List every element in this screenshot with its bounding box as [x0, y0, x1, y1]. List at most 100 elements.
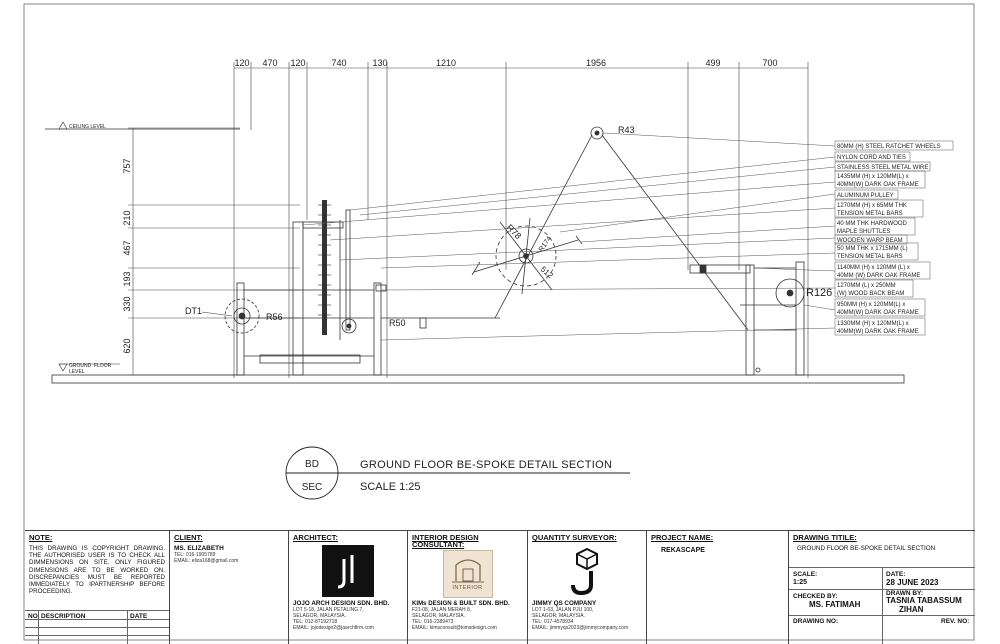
section-title: GROUND FLOOR BE-SPOKE DETAIL SECTION [360, 459, 612, 471]
warp-wheel [471, 217, 583, 295]
architect-logo [322, 545, 374, 597]
interior-heading-2: CONSULTANT: [412, 540, 465, 549]
ground-level-label-2: FLOOR [94, 363, 112, 369]
architect-column: ARCHITECT: JOJO ARCH DESIGN SDN. BHD. LO… [289, 531, 408, 644]
client-column: CLIENT: MS. ELIZABETH TEL: 016-1905789 E… [170, 531, 289, 644]
architect-tel: TEL: 012-87192718 [293, 619, 338, 625]
rev-no-header: NO. [28, 613, 40, 620]
callout-12: 50 MM THK x 1715MM (L) [837, 246, 908, 252]
drawn-heading: DRAWN BY: [886, 590, 924, 597]
interior-address-1: F21-08, JALAN MERAH 8, [412, 607, 472, 613]
revision-row [25, 627, 169, 628]
project-column: PROJECT NAME: REKASCAPE [647, 531, 789, 644]
project-name: REKASCAPE [661, 547, 705, 554]
callout-17: (W) WOOD BACK BEAM [837, 291, 904, 297]
label-512: 512 [539, 265, 555, 281]
interior-logo: INTERIOR [442, 550, 493, 598]
ground-level-marker: GROUND FLOOR LEVEL [58, 363, 120, 375]
callout-11: WOODEN WARP BEAM [837, 238, 903, 244]
breast-beam-pulley [341, 318, 357, 334]
rev-date-header: DATE [130, 613, 148, 620]
ground-level-label-1: GROUND [69, 363, 92, 369]
rev-desc-header: DESCRIPTION [41, 613, 86, 620]
revision-row [25, 635, 169, 636]
note-column: NOTE: THIS DRAWING IS COPYRIGHT DRAWING.… [25, 531, 170, 644]
dim-left-1: 757 [122, 158, 132, 173]
interior-logo-text: INTERIOR [452, 585, 483, 591]
architect-email: EMAIL: jojodesign2@jaarchfirm.com [293, 625, 374, 631]
interior-address-2: SELAGOR, MALAYSIA. [412, 613, 465, 619]
label-r56: R56 [266, 312, 283, 322]
scale-value: 1:25 [793, 579, 808, 586]
interior-logo-icon [451, 559, 484, 583]
drawn-value-2: ZIHAN [899, 605, 924, 614]
floor-slab [51, 374, 905, 384]
dim-left-5: 330 [122, 296, 132, 311]
drawing-no-row [789, 615, 975, 616]
label-r78: R78 [505, 222, 524, 241]
dim-top-8: 499 [705, 58, 720, 68]
dim-left-2: 210 [122, 210, 132, 225]
label-dt1: DT1 [185, 306, 202, 316]
label-r50: R50 [389, 318, 406, 328]
callout-7: 1270MM (H) x 65MM THK [837, 203, 907, 209]
callout-6: ALUMINUM PULLEY [837, 193, 894, 199]
callout-10: MAPLE SHUTTLES [837, 229, 890, 235]
dim-top-4: 740 [331, 58, 346, 68]
revision-row [25, 619, 169, 620]
left-dimension-chain [128, 127, 300, 376]
dim-top-1: 120 [234, 58, 249, 68]
client-email: EMAIL: eliza168@gmail.com [174, 558, 239, 564]
drawing-title-heading: DRAWING TITILE: [793, 533, 857, 542]
interior-tel: TEL: 016-2389473 [412, 619, 454, 625]
callout-list: 80MM (H) STEEL RATCHET WHEELS NYLON CORD… [834, 140, 954, 336]
dim-top-5: 130 [372, 58, 387, 68]
client-tel: TEL: 016-1905789 [174, 552, 216, 558]
top-pulley [590, 126, 604, 140]
callout-19: 40MM(W) DARK OAK FRAME [837, 310, 919, 316]
dim-top-3: 120 [290, 58, 305, 68]
checked-drawn-row [789, 589, 975, 590]
callout-5: 40MM(W) DARK OAK FRAME [837, 182, 919, 188]
callout-20: 1330MM (H) x 120MM(L) x [837, 321, 909, 327]
callout-15: 40MM (W) DARK OAK FRAME [837, 273, 920, 279]
date-value: 28 JUNE 2023 [886, 578, 939, 587]
dim-top-9: 700 [762, 58, 777, 68]
qs-logo [571, 547, 598, 596]
revision-header-row: NO. DESCRIPTION DATE [25, 610, 169, 620]
dim-top-2: 470 [262, 58, 277, 68]
front-beam-wheel [224, 298, 260, 334]
info-divider [882, 567, 883, 644]
interior-email: EMAIL: kimsconsult@kimsdesign.com [412, 625, 497, 631]
back-loom-frame [689, 261, 805, 376]
sheet-border [23, 3, 975, 641]
top-dimension-chain [233, 62, 809, 378]
interior-heading-1: INTERIOR DESIGN [412, 533, 479, 542]
ceiling-level-marker: CEILING LEVEL [45, 121, 240, 130]
front-roller [419, 317, 427, 329]
qs-email: EMAIL: jimmyqs2023@jimmycompany.com [532, 625, 629, 631]
client-heading: CLIENT: [174, 533, 203, 542]
callout-18: 950MM (H) x 120MM(L) x [837, 302, 905, 308]
checked-heading: CHECKED BY: [793, 593, 838, 600]
qs-heading: QUANTITY SURVEYOR: [532, 533, 617, 542]
quantity-surveyor-column: QUANTITY SURVEYOR: JIMMY QS COMPANY LOT … [528, 531, 647, 644]
label-r43: R43 [618, 125, 635, 135]
section-code-top: BD [305, 459, 319, 470]
rev-no-heading: REV. NO: [941, 618, 970, 625]
architect-address-1: LOT 5-18, JALAN PETALING 7, [293, 607, 364, 613]
interior-name: KIMs DESIGN & BUILT SDN. BHD. [412, 600, 510, 607]
checked-value: MS. FATIMAH [809, 600, 861, 609]
ratchet-column [318, 200, 331, 335]
rev-divider [127, 610, 128, 644]
callout-3: STAINLESS STEEL METAL WIRE [837, 165, 928, 171]
ceiling-level-label: CEILING LEVEL [69, 124, 106, 130]
dim-top-7: 1956 [586, 58, 606, 68]
qs-address-2: SELAGOR, MALAYSIA. [532, 613, 585, 619]
dim-left-6: 620 [122, 338, 132, 353]
callout-13: TENSION METAL BARS [837, 254, 903, 260]
qs-tel: TEL: 017-4578934 [532, 619, 574, 625]
qs-address-1: LOT 1-03, JALAN PJU 100, [532, 607, 594, 613]
front-loom-frame [236, 209, 387, 376]
